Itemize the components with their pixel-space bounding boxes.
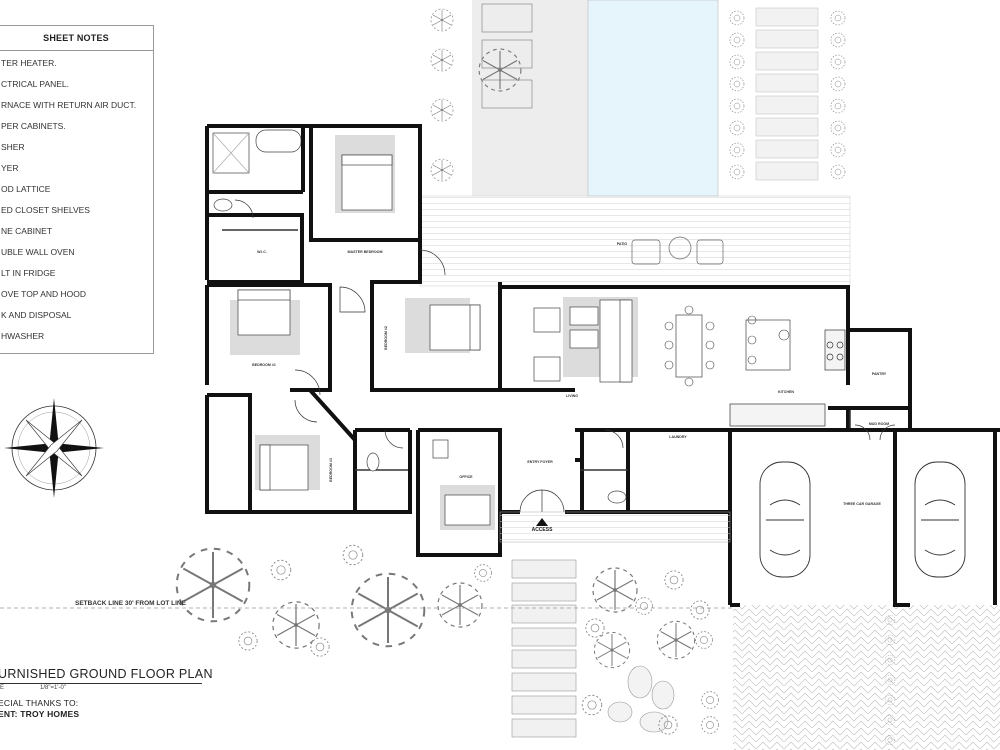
setback-line-label: SETBACK LINE 30' FROM LOT LINE [75, 600, 186, 607]
sheet-note-item: OVE TOP AND HOOD [1, 289, 87, 299]
room-label-laundry: LAUNDRY [669, 435, 687, 439]
room-label-entry-foyer: ENTRY FOYER [527, 460, 553, 464]
room-label-wic: W.I.C. [257, 250, 267, 254]
room-label-living: LIVING [566, 394, 578, 398]
access-label: ACCESS [531, 527, 553, 533]
dining-chairs [664, 305, 790, 387]
north-arrow-icon [4, 398, 104, 498]
room-label-master-bedroom: MASTER BEDROOM [347, 250, 383, 254]
door-swings [234, 199, 896, 513]
sheet-notes-panel: SHEET NOTES TER HEATER. CTRICAL PANEL. R… [0, 25, 154, 354]
pool [587, 0, 719, 197]
pool-side-pavers [755, 7, 819, 181]
thin-walls [222, 229, 851, 471]
room-label-office: OFFICE [459, 475, 473, 479]
front-walk-pavers [511, 559, 577, 738]
stone-cluster [607, 665, 675, 733]
sheet-note-item: ED CLOSET SHELVES [1, 205, 90, 215]
room-label-patio: PATIO [616, 242, 628, 246]
room-label-mudroom: MUD ROOM [868, 422, 890, 426]
sheet-note-item: CTRICAL PANEL. [1, 79, 70, 89]
room-label-bedroom-1: BEDROOM #1 [252, 363, 276, 367]
title-rule [0, 683, 202, 684]
room-label-bedroom-3: BEDROOM #3 [329, 458, 333, 482]
sheet-note-item: HWASHER [1, 331, 45, 341]
scale-prefix: E [0, 685, 5, 691]
sheet-note-item: YER [1, 163, 19, 173]
plan-title: URNISHED GROUND FLOOR PLAN [0, 667, 213, 681]
client-name: ENT: TROY HOMES [0, 709, 80, 719]
walls [205, 124, 1000, 607]
plan-scale: 1/8"=1'-0" [40, 685, 66, 691]
sheet-note-item: SHER [1, 142, 25, 152]
bath-fixtures [212, 132, 627, 504]
patio-furniture [631, 236, 724, 265]
sheet-note-item: PER CABINETS. [1, 121, 66, 131]
room-label-garage: THREE CAR GARAGE [843, 502, 881, 506]
room-label-pantry: PANTRY [871, 372, 887, 376]
sheet-note-item: NE CABINET [1, 226, 53, 236]
pool-deck [472, 0, 588, 196]
sheet-note-item: K AND DISPOSAL [1, 310, 72, 320]
garage-cars [759, 461, 966, 578]
room-label-kitchen: KITCHEN [778, 390, 794, 394]
entry-steps [499, 511, 731, 543]
sheet-note-item: OD LATTICE [1, 184, 51, 194]
sheet-note-item: LT IN FRIDGE [1, 268, 56, 278]
sheet-notes-list: TER HEATER. CTRICAL PANEL. RNACE WITH RE… [0, 53, 153, 347]
lounge-chairs [481, 3, 533, 109]
sheet-note-item: TER HEATER. [1, 58, 57, 68]
sheet-note-item: UBLE WALL OVEN [1, 247, 75, 257]
kitchen-counter [729, 329, 846, 427]
special-thanks: ECIAL THANKS TO: [0, 698, 79, 708]
furniture [237, 129, 791, 526]
driveway [733, 605, 1000, 750]
room-label-bedroom-2: BEDROOM #2 [384, 326, 388, 350]
patio-deck [419, 195, 851, 287]
sheet-note-item: RNACE WITH RETURN AIR DUCT. [1, 100, 137, 110]
sheet-notes-title: SHEET NOTES [0, 26, 153, 51]
access-arrow [536, 518, 548, 526]
